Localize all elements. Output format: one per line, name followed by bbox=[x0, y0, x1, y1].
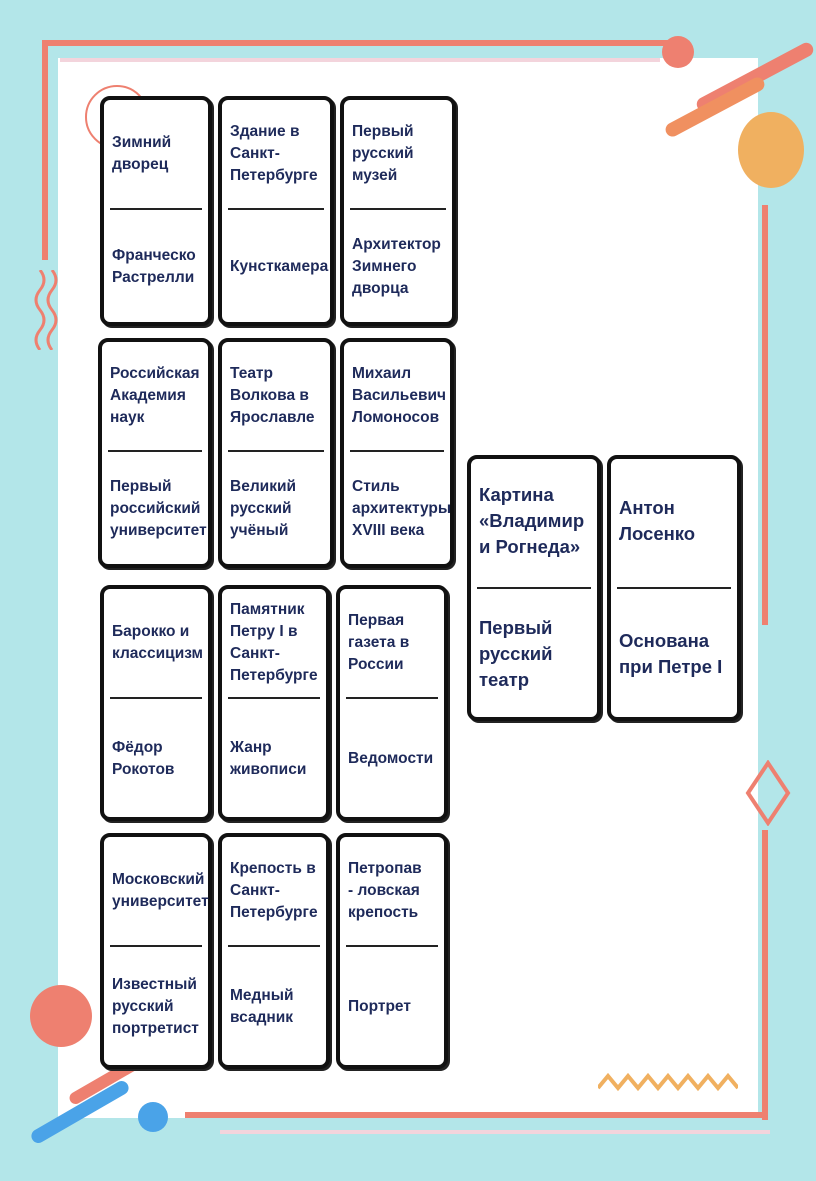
bottom-border-line bbox=[185, 1112, 765, 1118]
zigzag-decoration bbox=[598, 1072, 738, 1092]
right-border-line-lower bbox=[762, 830, 768, 1120]
card-divider bbox=[110, 697, 202, 699]
card-bottom-text: Франческо Растрелли bbox=[112, 247, 196, 286]
card-top-text: Зимний дворец bbox=[112, 134, 172, 173]
blue-dot-decoration bbox=[138, 1102, 168, 1132]
card-divider bbox=[617, 587, 731, 589]
top-border-line bbox=[42, 40, 682, 46]
domino-card[interactable]: Зимний дворец Франческо Растрелли bbox=[100, 96, 212, 326]
card-bottom-text: Основана при Петре I bbox=[619, 630, 723, 677]
card-bottom-text: Первый российский университет bbox=[110, 478, 207, 539]
card-divider bbox=[228, 697, 320, 699]
card-bottom-text: Ведомости bbox=[348, 750, 434, 767]
card-bottom-text: Жанр живописи bbox=[230, 739, 307, 778]
top-pink-line bbox=[60, 58, 660, 62]
card-top-text: Московский университет bbox=[112, 871, 209, 910]
card-bottom-text: Портрет bbox=[348, 998, 411, 1015]
card-top-text: Михаил Васильевич Ломоносов bbox=[352, 365, 447, 426]
card-divider bbox=[228, 450, 324, 452]
domino-card[interactable]: Крепость в Санкт- Петербурге Медный всад… bbox=[218, 833, 330, 1069]
red-dot-decoration bbox=[662, 36, 694, 68]
card-top-text: Первая газета в России bbox=[348, 612, 410, 673]
domino-card[interactable]: Петропав - ловская крепость Портрет bbox=[336, 833, 448, 1069]
card-top-text: Крепость в Санкт- Петербурге bbox=[230, 860, 318, 921]
domino-card[interactable]: Театр Волкова в Ярославле Великий русски… bbox=[218, 338, 334, 568]
card-top-text: Петропав - ловская крепость bbox=[348, 860, 422, 921]
domino-card[interactable]: Барокко и классицизм Фёдор Рокотов bbox=[100, 585, 212, 821]
left-border-line bbox=[42, 40, 48, 260]
card-top-text: Барокко и классицизм bbox=[112, 623, 204, 662]
domino-card[interactable]: Московский университет Известный русский… bbox=[100, 833, 212, 1069]
domino-card[interactable]: Российская Академия наук Первый российск… bbox=[98, 338, 212, 568]
card-bottom-text: Архитектор Зимнего дворца bbox=[352, 236, 441, 297]
red-circle-decoration bbox=[30, 985, 92, 1047]
wave-decoration bbox=[34, 270, 58, 350]
card-bottom-text: Фёдор Рокотов bbox=[112, 739, 175, 778]
card-bottom-text: Кунсткамера bbox=[230, 258, 329, 275]
domino-card-large[interactable]: Антон Лосенко Основана при Петре I bbox=[607, 455, 741, 721]
diamond-decoration bbox=[745, 760, 791, 826]
card-divider bbox=[228, 945, 320, 947]
card-bottom-text: Стиль архитектуры XVIII века bbox=[352, 478, 452, 539]
bottom-pink-line bbox=[220, 1130, 770, 1134]
card-divider bbox=[477, 587, 591, 589]
card-divider bbox=[346, 697, 438, 699]
orange-circle-decoration bbox=[738, 112, 804, 188]
card-bottom-text: Первый русский театр bbox=[479, 617, 553, 690]
right-border-line bbox=[762, 205, 768, 625]
card-top-text: Первый русский музей bbox=[352, 123, 414, 184]
card-bottom-text: Известный русский портретист bbox=[112, 976, 199, 1037]
domino-card[interactable]: Здание в Санкт- Петербурге Кунсткамера bbox=[218, 96, 334, 326]
card-top-text: Здание в Санкт- Петербурге bbox=[230, 123, 318, 184]
card-top-text: Антон Лосенко bbox=[619, 497, 696, 544]
domino-card[interactable]: Первая газета в России Ведомости bbox=[336, 585, 448, 821]
card-top-text: Российская Академия наук bbox=[110, 365, 200, 426]
card-bottom-text: Медный всадник bbox=[230, 987, 294, 1026]
domino-card[interactable]: Памятник Петру I в Санкт- Петербурге Жан… bbox=[218, 585, 330, 821]
domino-card[interactable]: Первый русский музей Архитектор Зимнего … bbox=[340, 96, 456, 326]
card-top-text: Памятник Петру I в Санкт- Петербурге bbox=[230, 601, 318, 684]
card-top-text: Картина «Владимир и Рогнеда» bbox=[479, 484, 585, 557]
card-divider bbox=[350, 208, 446, 210]
card-top-text: Театр Волкова в Ярославле bbox=[230, 365, 315, 426]
card-divider bbox=[228, 208, 324, 210]
card-divider bbox=[346, 945, 438, 947]
card-divider bbox=[110, 945, 202, 947]
domino-card-large[interactable]: Картина «Владимир и Рогнеда» Первый русс… bbox=[467, 455, 601, 721]
domino-card[interactable]: Михаил Васильевич Ломоносов Стиль архите… bbox=[340, 338, 454, 568]
card-bottom-text: Великий русский учёный bbox=[230, 478, 297, 539]
card-divider bbox=[108, 450, 202, 452]
card-divider bbox=[350, 450, 444, 452]
card-divider bbox=[110, 208, 202, 210]
